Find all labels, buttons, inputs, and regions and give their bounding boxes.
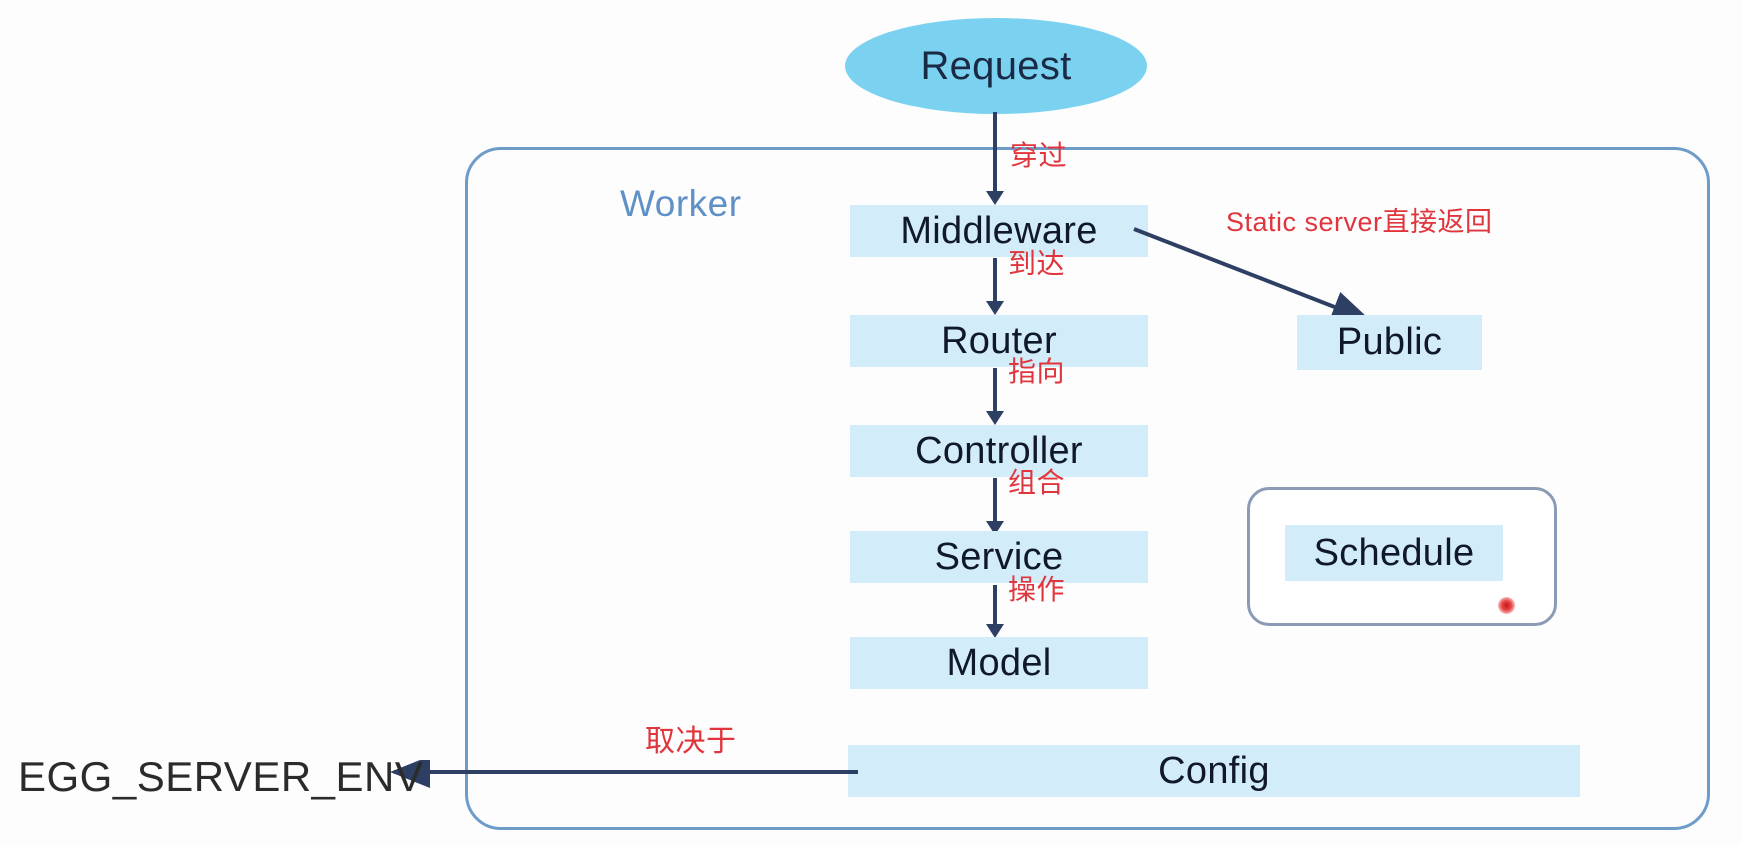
arrow-request-to-middleware <box>993 112 997 192</box>
edge-label-middleware-to-public: Static server直接返回 <box>1226 207 1493 237</box>
edge-label-controller-to-service: 组合 <box>1008 467 1066 498</box>
config-node[interactable]: Config <box>848 745 1580 797</box>
controller-node-label: Controller <box>915 429 1083 472</box>
controller-node[interactable]: Controller <box>850 425 1148 477</box>
service-node[interactable]: Service <box>850 531 1148 583</box>
edge-label-middleware-to-router: 到达 <box>1008 248 1066 279</box>
public-node[interactable]: Public <box>1297 315 1482 370</box>
router-node[interactable]: Router <box>850 315 1148 367</box>
service-node-label: Service <box>934 535 1064 578</box>
arrow-service-to-model <box>993 585 997 625</box>
model-node-label: Model <box>946 641 1052 684</box>
worker-container <box>465 147 1710 830</box>
arrow-router-to-controller <box>993 368 997 412</box>
cursor-dot-icon <box>1498 597 1515 614</box>
edge-label-config-to-env: 取决于 <box>645 725 737 758</box>
arrow-controller-to-service <box>993 478 997 522</box>
egg-server-env-label: EGG_SERVER_ENV <box>18 753 424 800</box>
schedule-node-label: Schedule <box>1313 531 1475 574</box>
router-node-label: Router <box>941 319 1057 362</box>
edge-label-service-to-model: 操作 <box>1008 574 1066 605</box>
arrow-middleware-to-router <box>993 258 997 302</box>
request-node-label: Request <box>920 43 1072 88</box>
model-node[interactable]: Model <box>850 637 1148 689</box>
schedule-node[interactable]: Schedule <box>1285 525 1503 581</box>
middleware-node[interactable]: Middleware <box>850 205 1148 257</box>
request-node[interactable]: Request <box>845 18 1147 114</box>
middleware-node-label: Middleware <box>900 209 1098 252</box>
edge-label-router-to-controller: 指向 <box>1008 356 1066 387</box>
config-node-label: Config <box>1158 749 1270 792</box>
worker-label: Worker <box>620 183 742 224</box>
edge-label-request-to-middleware: 穿过 <box>1010 140 1068 171</box>
public-node-label: Public <box>1336 321 1443 363</box>
